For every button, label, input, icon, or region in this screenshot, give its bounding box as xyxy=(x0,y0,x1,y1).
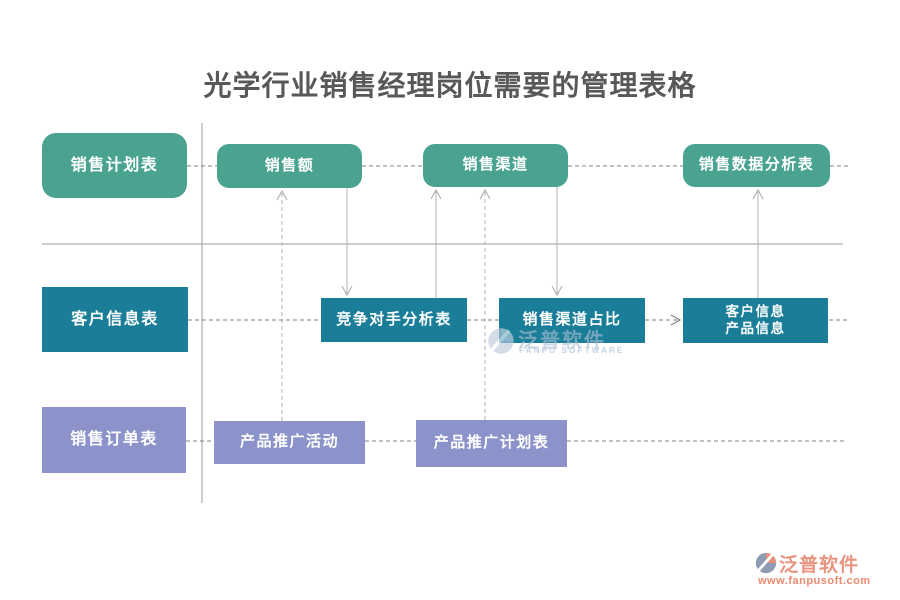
arrowhead-down-icon xyxy=(341,285,353,297)
node-sales-order: 销售订单表 xyxy=(42,407,186,473)
arrowhead-down-icon xyxy=(551,285,563,297)
arrowhead-up-icon xyxy=(752,188,764,200)
node-sales-data-analysis: 销售数据分析表 xyxy=(683,144,830,187)
arrowhead-up-icon xyxy=(479,188,491,200)
arrowhead-right-icon xyxy=(670,314,682,326)
node-customer-info: 客户信息表 xyxy=(42,287,188,352)
footer-logo: 泛普软件 www.fanpusoft.com xyxy=(752,549,882,593)
arrowhead-up-icon xyxy=(276,189,288,201)
node-product-promo-activity: 产品推广活动 xyxy=(214,421,365,464)
node-customer-product-info: 客户信息 产品信息 xyxy=(683,298,828,343)
node-sales-plan: 销售计划表 xyxy=(42,133,187,198)
node-sales-channel: 销售渠道 xyxy=(423,144,568,187)
page-title: 光学行业销售经理岗位需要的管理表格 xyxy=(203,70,697,101)
node-competitor-analysis: 竞争对手分析表 xyxy=(321,298,467,342)
node-channel-share: 销售渠道占比 xyxy=(499,298,645,343)
footer-brand-url: www.fanpusoft.com xyxy=(758,575,871,587)
node-product-promo-plan: 产品推广计划表 xyxy=(416,420,567,467)
arrowhead-up-icon xyxy=(430,188,442,200)
footer-brand-name: 泛普软件 xyxy=(779,555,860,576)
node-sales-amount: 销售额 xyxy=(217,144,362,188)
fanpu-logo-icon xyxy=(755,552,777,574)
